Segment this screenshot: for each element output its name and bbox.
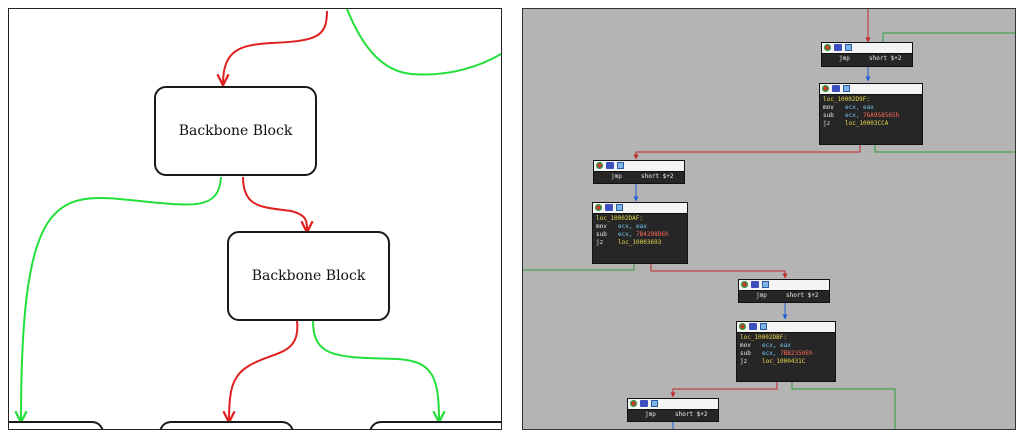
block-label[interactable]: loc_10002DBF:	[740, 334, 787, 341]
backbone-block-1-label: Backbone Block	[178, 123, 293, 139]
node-header	[820, 84, 922, 95]
graph-node-icon[interactable]	[596, 162, 603, 169]
ida-basic-block-3[interactable]: loc_10002DBF: mov ecx, eax sub ecx, 7BB235…	[736, 321, 836, 382]
node-header	[739, 280, 829, 291]
operand: short $+2	[675, 411, 708, 418]
ida-jmp-node-1[interactable]: jmp short $+2	[821, 42, 913, 67]
edge-block1-green	[21, 176, 222, 421]
rename-icon[interactable]	[605, 204, 613, 211]
node-header	[594, 161, 684, 172]
mnemonic: mov	[823, 104, 834, 111]
mnemonic: sub	[740, 350, 751, 357]
immediate: 7BB2350Eh	[780, 350, 813, 357]
edge-top-red	[223, 10, 328, 84]
immediate: 76A958565h	[863, 112, 900, 119]
rename-icon[interactable]	[834, 44, 842, 51]
mnemonic: jmp	[839, 55, 850, 62]
node-header	[593, 203, 687, 214]
node-header	[737, 322, 835, 333]
operand: ecx, eax	[762, 342, 791, 349]
list-icon[interactable]	[843, 85, 850, 92]
mnemonic: sub	[823, 112, 834, 119]
graph-node-icon[interactable]	[741, 281, 748, 288]
list-icon[interactable]	[616, 204, 623, 211]
operand: short $+2	[869, 55, 902, 62]
ida-edge-b1-red	[633, 145, 861, 160]
graph-node-icon[interactable]	[630, 400, 637, 407]
partial-block-bottom-left	[9, 421, 104, 429]
operand: ecx,	[762, 350, 781, 357]
partial-block-bottom-center	[159, 421, 294, 429]
rename-icon[interactable]	[640, 400, 648, 407]
mnemonic: jz	[823, 120, 831, 127]
operand: short $+2	[786, 292, 819, 299]
graph-node-icon[interactable]	[824, 44, 831, 51]
sketch-diagram-panel: Backbone Block Backbone Block	[8, 8, 502, 430]
sketch-edges	[9, 9, 501, 430]
edge-block1-red	[242, 176, 307, 231]
jump-target[interactable]: loc_10003693	[618, 239, 662, 246]
mnemonic: jz	[740, 358, 748, 365]
backbone-block-1: Backbone Block	[154, 86, 317, 176]
ida-graph-view[interactable]: jmp short $+2 loc_10002D9F: mov ecx, eax s…	[522, 8, 1016, 430]
ida-jmp-node-4[interactable]: jmp short $+2	[627, 398, 719, 422]
ida-edge-b2-red	[650, 264, 788, 279]
operand: ecx,	[845, 112, 864, 119]
mnemonic: jz	[596, 239, 604, 246]
partial-block-bottom-right	[369, 421, 501, 429]
ida-basic-block-1[interactable]: loc_10002D9F: mov ecx, eax sub ecx, 76A958…	[819, 83, 923, 145]
graph-node-icon[interactable]	[822, 85, 829, 92]
mnemonic: jmp	[756, 292, 767, 299]
mnemonic: sub	[596, 231, 607, 238]
node-header	[628, 399, 718, 410]
jump-target[interactable]: loc_1000431C	[762, 358, 806, 365]
list-icon[interactable]	[651, 400, 658, 407]
jump-target[interactable]: loc_10003CCA	[845, 120, 889, 127]
ida-edge-b1-green	[874, 145, 1015, 153]
edge-block2-green	[312, 320, 439, 421]
list-icon[interactable]	[845, 44, 852, 51]
backbone-block-2-label: Backbone Block	[251, 268, 366, 284]
list-icon[interactable]	[762, 281, 769, 288]
block-label[interactable]: loc_10002DAF:	[596, 215, 643, 222]
list-icon[interactable]	[760, 323, 767, 330]
rename-icon[interactable]	[749, 323, 757, 330]
ida-jmp-node-2[interactable]: jmp short $+2	[593, 160, 685, 184]
mnemonic: jmp	[611, 173, 622, 180]
ida-edge-b3-green	[791, 382, 896, 429]
mnemonic: mov	[740, 342, 751, 349]
node-header	[822, 43, 912, 54]
immediate: 7B4298D6h	[636, 231, 669, 238]
ida-edges	[523, 9, 1015, 429]
mnemonic: mov	[596, 223, 607, 230]
operand: ecx,	[618, 231, 637, 238]
ida-edge-b3-red	[670, 382, 778, 398]
operand: ecx, eax	[845, 104, 874, 111]
graph-node-icon[interactable]	[739, 323, 746, 330]
rename-icon[interactable]	[832, 85, 840, 92]
mnemonic: jmp	[645, 411, 656, 418]
edge-top-green	[346, 9, 501, 76]
ida-basic-block-2[interactable]: loc_10002DAF: mov ecx, eax sub ecx, 7B4298…	[592, 202, 688, 264]
rename-icon[interactable]	[606, 162, 614, 169]
block-label[interactable]: loc_10002D9F:	[823, 96, 870, 103]
edge-block2-red	[229, 320, 299, 421]
rename-icon[interactable]	[751, 281, 759, 288]
ida-edge-b2-green	[523, 264, 635, 271]
operand: short $+2	[641, 173, 674, 180]
ida-jmp-node-3[interactable]: jmp short $+2	[738, 279, 830, 303]
backbone-block-2: Backbone Block	[227, 231, 390, 321]
graph-node-icon[interactable]	[595, 204, 602, 211]
ida-edge-in-green	[882, 32, 1015, 42]
operand: ecx, eax	[618, 223, 647, 230]
list-icon[interactable]	[617, 162, 624, 169]
